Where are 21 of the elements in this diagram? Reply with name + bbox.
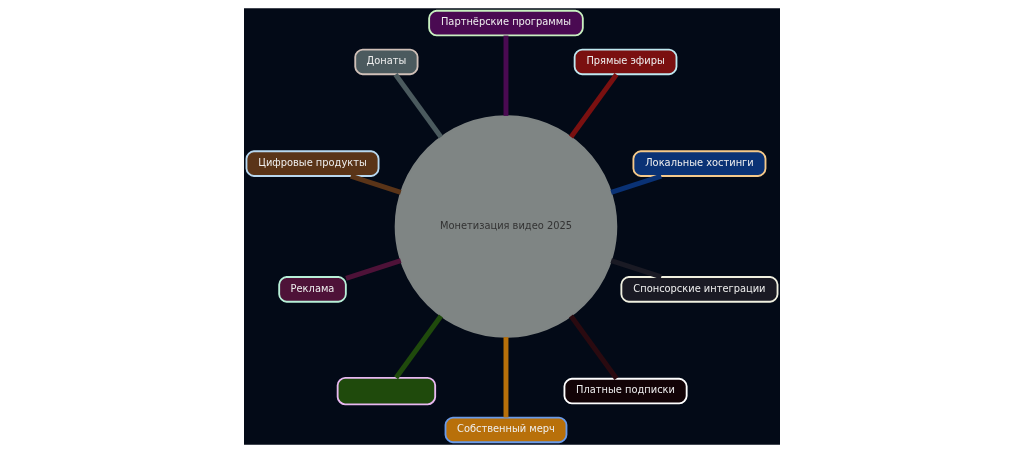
connector [503,337,509,418]
node-box: Донаты [354,48,419,76]
node-box: Спонсорские интеграции [620,276,779,303]
connector [610,258,663,280]
connector [349,173,402,195]
node-box: Локальные хостинги [632,150,767,177]
connector [393,73,443,139]
node-box: Реклама [278,276,347,303]
connector [394,314,443,380]
node-box: Платные подписки [563,377,688,405]
node-box [336,376,437,406]
node-box: Прямые эфиры [573,48,678,76]
connector [569,314,619,380]
connector [610,173,663,195]
connector [503,35,509,116]
connector [345,258,402,281]
connector [569,73,619,139]
node-box: Партнёрские программы [428,9,584,37]
node-box: Собственный мерч [444,416,568,444]
node-box: Цифровые продукты [245,150,380,177]
node-circle: Монетизация видео 2025 [394,115,618,338]
